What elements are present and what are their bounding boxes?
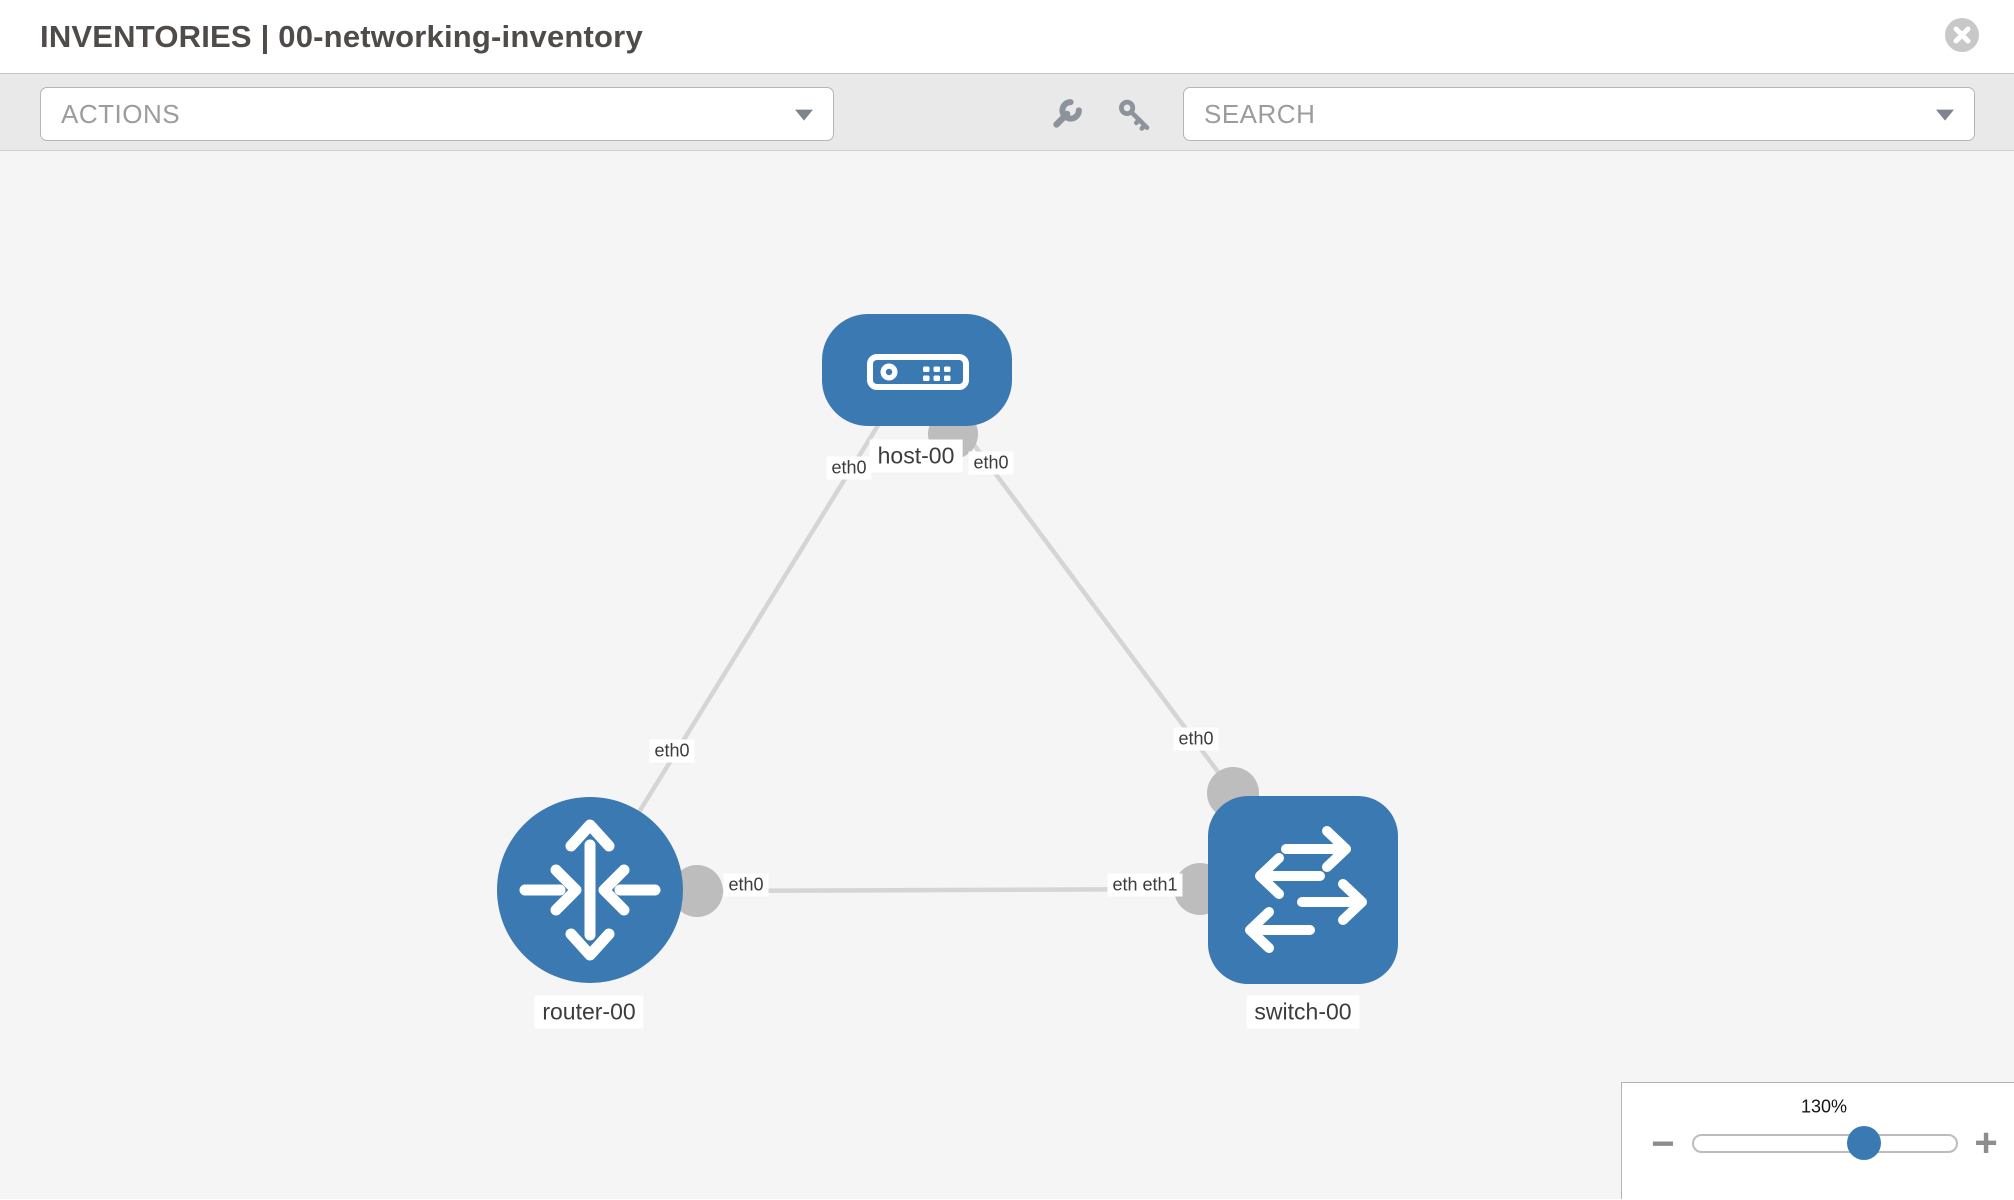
links-layer [613,404,1259,917]
caret-down-icon [1936,109,1954,121]
zoom-percent-value: 130% [1800,1096,1848,1117]
node-switch-00[interactable] [1208,796,1398,984]
switch-icon [1245,826,1367,953]
node-label-host: host-00 [869,439,963,473]
node-host-00[interactable] [822,314,1012,426]
interface-label-host-to-router: eth0 [826,456,872,480]
interface-stub-router[interactable] [671,865,723,917]
key-icon [1119,99,1150,131]
page-title: INVENTORIES | 00-networking-inventory [40,18,643,54]
configure-tool-button[interactable] [1047,96,1085,134]
zoom-out-button[interactable]: − [1651,1122,1675,1166]
close-circle-icon [1945,18,1979,52]
zoom-in-button[interactable]: + [1974,1121,1998,1165]
interface-label-switch-to-router: eth1 [1137,873,1183,897]
interface-label-switch-to-host: eth0 [1173,727,1219,751]
toolbar: ACTIONS SEARCH [0,73,2014,151]
wrench-icon [1053,99,1082,128]
node-label-switch: switch-00 [1246,995,1360,1029]
node-label-router: router-00 [534,995,644,1029]
caret-down-icon [795,109,813,121]
search-dropdown[interactable]: SEARCH [1183,87,1975,141]
topology-canvas[interactable]: host-00 router-00 switch-00 eth0 eth0 et… [0,151,2014,1199]
interface-label-router-to-host: eth0 [649,739,695,763]
zoom-slider-track[interactable] [1692,1134,1958,1153]
router-icon [519,819,661,961]
credentials-tool-button[interactable] [1116,96,1154,134]
node-router-00[interactable] [497,797,683,983]
zoom-control-panel: 130% − + [1621,1082,2014,1199]
close-button[interactable] [1944,17,1980,53]
host-icon [867,354,969,390]
interface-label-router-to-switch: eth0 [723,873,769,897]
interface-label-host-to-switch: eth0 [968,451,1014,475]
search-dropdown-label: SEARCH [1204,98,1316,129]
link-host-router[interactable] [613,404,892,853]
actions-dropdown-label: ACTIONS [61,98,181,129]
zoom-slider-thumb[interactable] [1847,1126,1881,1160]
header: INVENTORIES | 00-networking-inventory [0,0,2014,73]
actions-dropdown[interactable]: ACTIONS [40,87,834,141]
